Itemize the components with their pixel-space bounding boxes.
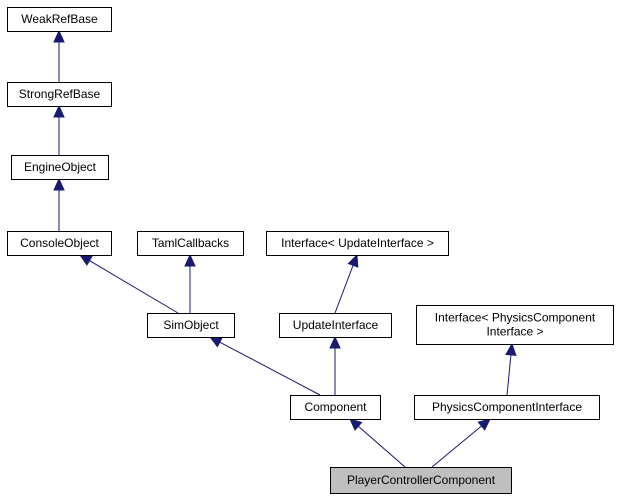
class-name-label: Component: [304, 400, 367, 414]
class-box: [416, 305, 614, 345]
class-node-engineobject[interactable]: EngineObject: [11, 155, 109, 180]
class-box: [279, 313, 392, 338]
class-name-label: Interface< UpdateInterface >: [281, 236, 434, 250]
edge-simobject-to-consoleobject: [78, 254, 179, 314]
class-box: [414, 395, 600, 420]
edge-line: [357, 425, 406, 468]
arrowhead-icon: [184, 253, 196, 267]
arrowhead-icon: [477, 418, 491, 431]
class-box: [147, 313, 235, 338]
edge-line: [334, 265, 354, 314]
class-name-label: ConsoleObject: [20, 236, 99, 250]
arrowhead-icon: [349, 418, 363, 431]
arrowhead-icon: [53, 29, 65, 43]
class-name-label: Interface >: [486, 325, 543, 339]
class-name-label: StrongRefBase: [19, 87, 101, 101]
class-node-interface-physics[interactable]: Interface< PhysicsComponentInterface >: [416, 305, 614, 345]
class-node-playercontrollercomponent[interactable]: PlayerControllerComponent: [330, 467, 512, 494]
class-node-component[interactable]: Component: [290, 395, 381, 420]
edge-playercontrollercomponent-to-component: [349, 418, 406, 468]
edge-consoleobject-to-engineobject: [53, 177, 65, 231]
class-box: [7, 82, 112, 107]
edge-physicscomponentinterface-to-interface-physics: [505, 342, 517, 396]
class-name-label: PlayerControllerComponent: [347, 473, 496, 487]
class-name-label: TamlCallbacks: [152, 236, 229, 250]
class-box: [290, 395, 381, 420]
arrowhead-icon: [208, 336, 223, 348]
class-node-tamlcallbacks[interactable]: TamlCallbacks: [137, 231, 244, 256]
class-node-weakrefbase[interactable]: WeakRefBase: [7, 7, 112, 32]
edge-line: [431, 425, 482, 468]
class-box: [7, 7, 112, 32]
class-box: [266, 231, 449, 256]
class-node-updateinterface[interactable]: UpdateInterface: [279, 313, 392, 338]
class-node-consoleobject[interactable]: ConsoleObject: [7, 231, 112, 256]
class-node-simobject[interactable]: SimObject: [147, 313, 235, 338]
arrowhead-icon: [329, 335, 341, 349]
edge-engineobject-to-strongrefbase: [53, 104, 65, 155]
class-box: [11, 155, 109, 180]
edge-playercontrollercomponent-to-physicscomponentinterface: [431, 418, 491, 468]
nodes-layer: WeakRefBaseStrongRefBaseEngineObjectCons…: [7, 7, 614, 494]
arrowhead-icon: [347, 253, 359, 268]
arrowhead-icon: [53, 177, 65, 191]
class-box: [330, 467, 512, 494]
arrowhead-icon: [78, 254, 93, 266]
edge-component-to-simobject: [208, 336, 321, 396]
class-name-label: UpdateInterface: [293, 318, 379, 332]
class-node-interface-update[interactable]: Interface< UpdateInterface >: [266, 231, 449, 256]
edge-line: [219, 341, 321, 396]
arrowhead-icon: [53, 104, 65, 118]
edge-updateinterface-to-interface-update: [334, 253, 359, 314]
class-node-physicscomponentinterface[interactable]: PhysicsComponentInterface: [414, 395, 600, 420]
class-node-strongrefbase[interactable]: StrongRefBase: [7, 82, 112, 107]
edge-line: [506, 354, 512, 396]
edge-strongrefbase-to-weakrefbase: [53, 29, 65, 82]
class-name-label: Interface< PhysicsComponent: [435, 311, 596, 325]
edge-component-to-updateinterface: [329, 335, 341, 395]
class-name-label: SimObject: [163, 318, 219, 332]
class-box: [137, 231, 244, 256]
class-name-label: WeakRefBase: [21, 12, 98, 26]
edge-simobject-to-tamlcallbacks: [184, 253, 196, 313]
arrowhead-icon: [505, 342, 517, 357]
class-name-label: PhysicsComponentInterface: [432, 400, 582, 414]
class-box: [7, 231, 112, 256]
edge-line: [89, 260, 179, 314]
class-name-label: EngineObject: [24, 160, 97, 174]
